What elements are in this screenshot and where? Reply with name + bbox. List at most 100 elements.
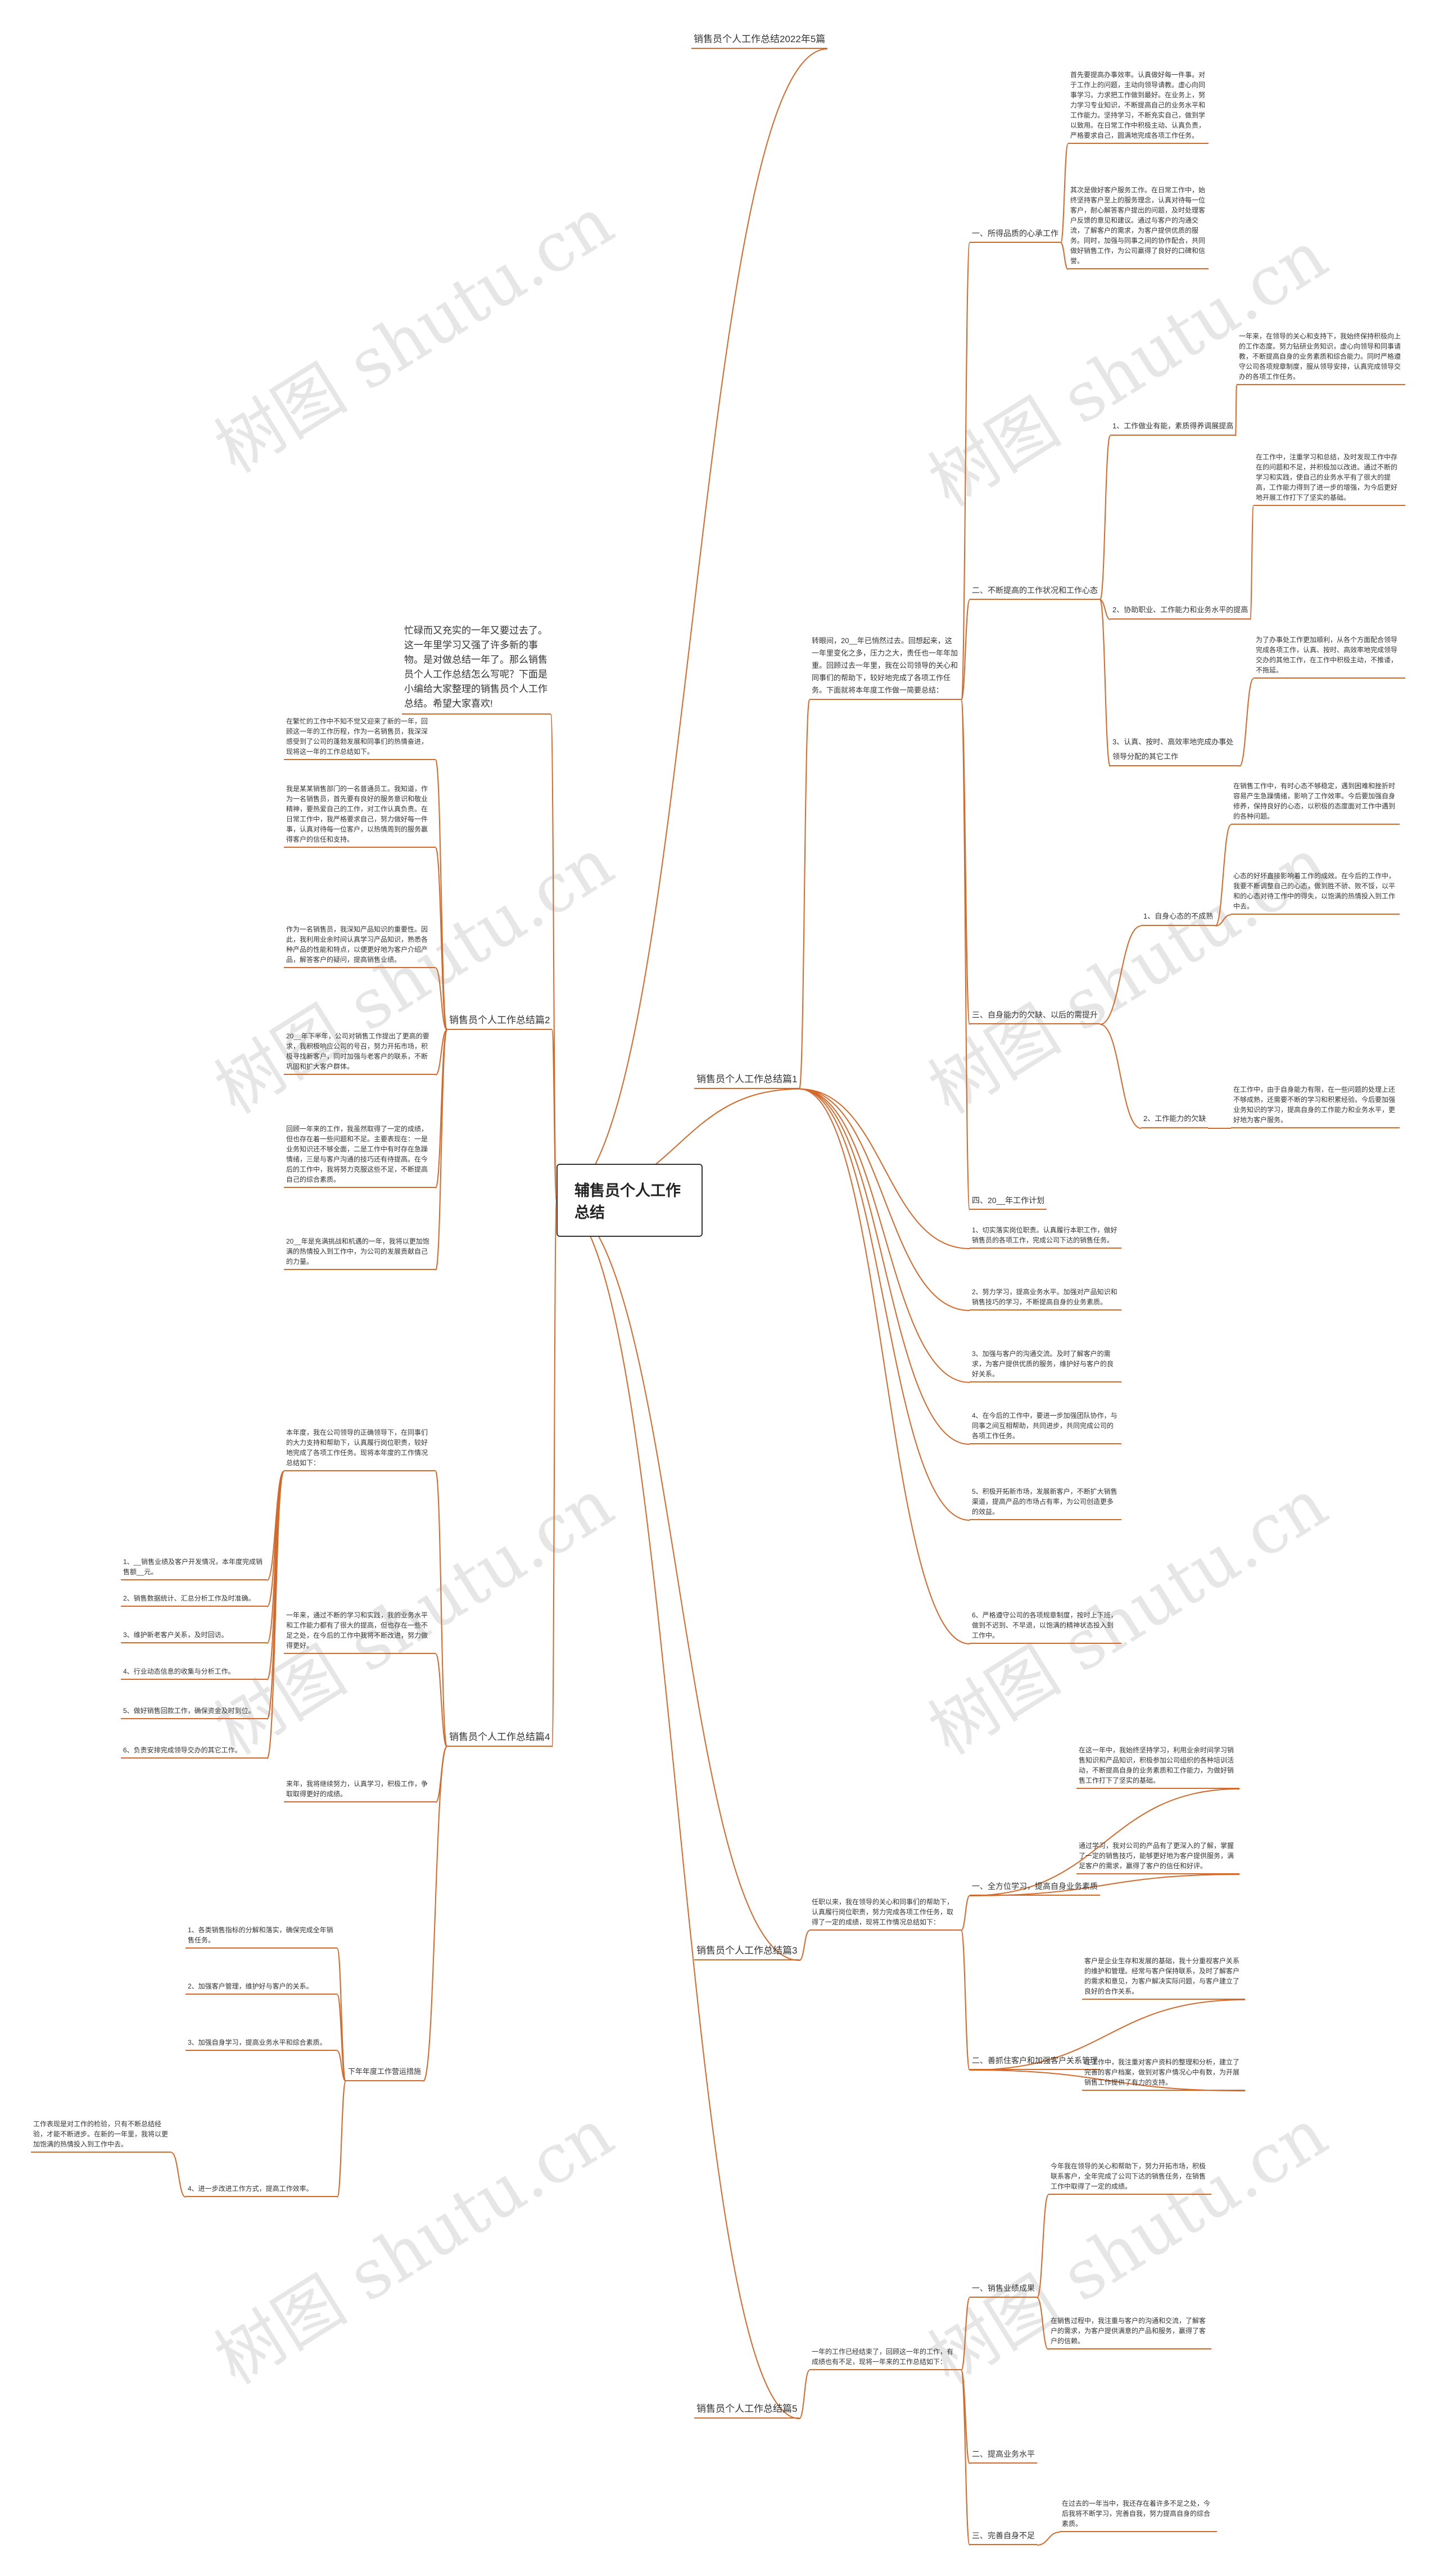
a1-s3-text: 在工作中，由于自身能力有限，在一些问题的处理上还不够成熟，还需要不断的学习和积累… bbox=[1231, 1082, 1400, 1128]
connector-line bbox=[337, 1994, 346, 2082]
a4-plan-item: 4、进一步改进工作方式，提高工作效率。 bbox=[185, 2181, 337, 2197]
connector-line bbox=[435, 1653, 447, 1747]
connector-line bbox=[556, 1200, 800, 2419]
a3-section-1[interactable]: 一、全方位学习，提高自身业务素质 bbox=[970, 1878, 1100, 1896]
a4-plan-item: 1、各类销售指标的分解和落实，确保完成全年销售任务。 bbox=[185, 1923, 337, 1949]
connector-line bbox=[1250, 505, 1254, 620]
connector-line bbox=[337, 1948, 346, 2082]
connector-line bbox=[266, 1471, 284, 1759]
a1-s2-item-1[interactable]: 1、工作做业有能，素质得养调展提高 bbox=[1110, 418, 1236, 436]
a1-plan: 4、在今后的工作中，要进一步加强团队协作，与同事之间互相帮助，共同进步，共同完成… bbox=[970, 1408, 1121, 1444]
branch-article-4[interactable]: 销售员个人工作总结篇4 bbox=[447, 1729, 553, 1747]
a1-s2-text: 在工作中，注重学习和总结，及时发现工作中存在的问题和不足，并积极加以改进。通过不… bbox=[1254, 450, 1405, 506]
a5-s1-text: 今年我在领导的关心和帮助下，努力开拓市场，积极联系客户，全年完成了公司下达的销售… bbox=[1048, 2159, 1211, 2195]
branch-title[interactable]: 销售员个人工作总结2022年5篇 bbox=[691, 31, 828, 49]
article-4-list-item: 1、__销售业绩及客户开发情况，本年度完成销售额__元。 bbox=[121, 1554, 267, 1580]
connector-line bbox=[435, 760, 447, 1031]
a1-s2-item-2[interactable]: 2、协助职业、工作能力和业务水平的提高 bbox=[1110, 602, 1251, 620]
a1-s3-item-2[interactable]: 2、工作能力的欠缺 bbox=[1141, 1110, 1209, 1128]
article-2-text: 20__年是充满挑战和机遇的一年，我将以更加饱满的热情投入到工作中，为公司的发展… bbox=[284, 1234, 436, 1270]
a1-section-4[interactable]: 四、20__年工作计划 bbox=[970, 1192, 1047, 1210]
article-2-text: 我是某某销售部门的一名普通员工。我知道，作为一名销售员，首先要有良好的服务意识和… bbox=[284, 781, 436, 848]
intro-text: 忙碌而又充实的一年又要过去了。这一年里学习又强了许多新的事物。是对做总结一年了。… bbox=[402, 621, 551, 715]
a1-plan: 2、努力学习，提高业务水平。加强对产品知识和销售技巧的学习，不断提高自身的业务素… bbox=[970, 1285, 1121, 1310]
connector-line bbox=[550, 714, 557, 1201]
connector-line bbox=[435, 1029, 447, 1075]
a1-s3-item-1[interactable]: 1、自身心态的不成熟 bbox=[1141, 908, 1216, 926]
connector-line bbox=[799, 1088, 970, 1311]
connector-line bbox=[969, 1999, 1246, 2071]
a1-s3-text: 心态的好坏直接影响着工作的成效。在今后的工作中，我要不断调整自己的心态，做到胜不… bbox=[1231, 869, 1400, 915]
connector-line bbox=[171, 2152, 186, 2198]
a1-s2-text: 一年来，在领导的关心和支持下，我始终保持积极向上的工作态度。努力钻研业务知识，虚… bbox=[1237, 329, 1405, 385]
connector-line bbox=[1099, 435, 1111, 600]
article-2-text: 20__年下半年，公司对销售工作提出了更高的要求，我积极响应公司的号召，努力开拓… bbox=[284, 1029, 436, 1075]
root-node[interactable]: 辅售员个人工作总结 bbox=[556, 1164, 703, 1237]
connector-line bbox=[266, 1471, 284, 1720]
a4-plan-item: 3、加强自身学习，提高业务水平和综合素质。 bbox=[185, 2035, 337, 2051]
connector-line bbox=[799, 2370, 810, 2419]
a1-s2-item-3[interactable]: 3、认真、按时、高效率地完成办事处领导分配的其它工作 bbox=[1110, 734, 1239, 766]
a1-section-2[interactable]: 二、不断提高的工作状况和工作心态 bbox=[970, 582, 1100, 600]
article-5-summary: 一年的工作已经结束了，回顾这一年的工作，有成绩也有不足，现将一年来的工作总结如下… bbox=[809, 2344, 961, 2370]
connector-line bbox=[961, 2297, 970, 2371]
a1-s3-text: 在销售工作中，有时心态不够稳定，遇到困难和挫折时容易产生急躁情绪，影响了工作效率… bbox=[1231, 779, 1400, 825]
a1-section-1[interactable]: 一、所得品质的心承工作 bbox=[970, 225, 1061, 243]
connector-line bbox=[435, 1471, 447, 1747]
article-4-text: 本年度，我在公司领导的正确领导下，在同事们的大力支持和帮助下，认真履行岗位职责，… bbox=[284, 1425, 436, 1471]
connector-line bbox=[961, 599, 970, 701]
article-4-text: 一年来，通过不断的学习和实践，我的业务水平和工作能力都有了很大的提高，但也存在一… bbox=[284, 1608, 436, 1654]
article-2-text: 回顾一年来的工作，我虽然取得了一定的成绩，但也存在着一些问题和不足。主要表现在：… bbox=[284, 1122, 436, 1188]
a1-plan: 6、严格遵守公司的各项规章制度，按时上下班，做到不迟到、不早退，以饱满的精神状态… bbox=[970, 1608, 1121, 1644]
connector-line bbox=[799, 1088, 970, 1445]
article-2-text: 在繁忙的工作中不知不觉又迎来了新的一年，回顾这一年的工作历程，作为一名销售员，我… bbox=[284, 714, 436, 760]
connector-line bbox=[799, 1088, 970, 1249]
connector-line bbox=[799, 1088, 970, 1383]
connector-line bbox=[337, 2081, 346, 2198]
a1-section-3[interactable]: 三、自身能力的欠缺、以后的需提升 bbox=[970, 1006, 1100, 1024]
connector-line bbox=[1037, 2532, 1060, 2546]
connector-line bbox=[435, 1029, 447, 1271]
article-4-text: 来年，我将继续努力，认真学习，积极工作，争取取得更好的成绩。 bbox=[284, 1777, 436, 1802]
connector-line bbox=[799, 1088, 970, 1521]
a3-s2-text: 客户是企业生存和发展的基础，我十分重视客户关系的维护和管理。经常与客户保持联系，… bbox=[1082, 1954, 1245, 2000]
a3-section-2[interactable]: 二、善抓住客户和加强客户关系管理 bbox=[970, 2052, 1100, 2070]
connector-line bbox=[1239, 678, 1254, 767]
branch-article-5[interactable]: 销售员个人工作总结篇5 bbox=[694, 2401, 800, 2419]
branch-article-1[interactable]: 销售员个人工作总结篇1 bbox=[694, 1071, 800, 1089]
article-4-list-item: 6、负责安排完成领导交办的其它工作。 bbox=[121, 1743, 267, 1759]
a1-plan: 3、加强与客户的沟通交流。及时了解客户的需求，为客户提供优质的服务，维护好与客户… bbox=[970, 1346, 1121, 1382]
branch-article-2[interactable]: 销售员个人工作总结篇2 bbox=[447, 1012, 553, 1030]
article-2-text: 作为一名销售员，我深知产品知识的重要性。因此，我利用业余时间认真学习产品知识，熟… bbox=[284, 922, 436, 968]
connector-line bbox=[1099, 599, 1111, 767]
a1-plan: 5、积极开拓新市场，发展新客户，不断扩大销售渠道，提高产品的市场占有率，为公司创… bbox=[970, 1484, 1121, 1520]
branch-article-3[interactable]: 销售员个人工作总结篇3 bbox=[694, 1942, 800, 1960]
connector-line bbox=[799, 1930, 810, 1961]
connector-line bbox=[423, 1746, 447, 2082]
a5-s3-text: 在过去的一年当中，我还存在着许多不足之处，今后我将不断学习，完善自我，努力提高自… bbox=[1060, 2496, 1217, 2532]
connector-line bbox=[961, 699, 970, 1210]
a5-section-1[interactable]: 一、销售业绩成果 bbox=[970, 2280, 1037, 2298]
a1-s1-text: 其次是做好客户服务工作。在日常工作中，始终坚持客户至上的服务理念，认真对待每一位… bbox=[1068, 183, 1209, 269]
connector-line bbox=[969, 1788, 1240, 1896]
a3-s1-text: 在这一年中，我始终坚持学习，利用业余时间学习销售知识和产品知识，积极参加公司组织… bbox=[1076, 1743, 1239, 1789]
connector-line bbox=[435, 968, 447, 1031]
connector-line bbox=[961, 1930, 970, 2071]
connector-line bbox=[1215, 824, 1232, 927]
a3-s2-text: 在工作中，我注重对客户资料的整理和分析，建立了完善的客户档案，做到对客户情况心中… bbox=[1082, 2055, 1245, 2091]
connector-line bbox=[1215, 914, 1232, 927]
a4-plan-heading[interactable]: 下年年度工作营运措施 bbox=[346, 2063, 424, 2081]
connector-line bbox=[961, 1895, 970, 1931]
connector-line bbox=[1060, 242, 1069, 270]
article-1-summary: 转眼间，20__年已悄然过去。回想起来，这一年里变化之多，压力之大，责任也一年年… bbox=[809, 632, 961, 700]
connector-line bbox=[435, 847, 447, 1031]
connector-line bbox=[1099, 599, 1111, 620]
connector-line bbox=[1037, 2194, 1049, 2298]
article-4-list-item: 3、维护新老客户关系，及时回访。 bbox=[121, 1628, 267, 1643]
connector-line bbox=[961, 242, 970, 701]
connector-line bbox=[551, 1200, 557, 1747]
a5-section-2[interactable]: 二、提高业务水平 bbox=[970, 2446, 1037, 2464]
connector-line bbox=[1060, 143, 1069, 243]
a5-section-3[interactable]: 三、完善自身不足 bbox=[970, 2527, 1037, 2545]
